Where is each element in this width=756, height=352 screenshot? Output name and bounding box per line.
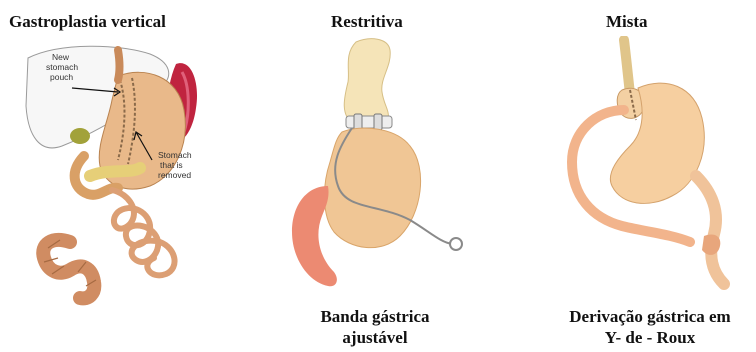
label-stomach: stomach — [46, 62, 78, 72]
label-pouch: pouch — [50, 72, 73, 82]
caption-banda-line-1: Banda gástrica — [300, 306, 450, 327]
heading-restritiva: Restritiva — [331, 12, 403, 32]
caption-banda-gastrica: Banda gástrica ajustável — [300, 306, 450, 348]
gastric-band-illustration — [270, 36, 500, 296]
heading-gastroplastia-vertical: Gastroplastia vertical — [9, 12, 166, 32]
caption-derivacao-gastrica: Derivação gástrica em Y- de - Roux — [545, 306, 755, 348]
heading-mista: Mista — [606, 12, 648, 32]
gastroplasty-illustration: New stomach pouch Stomach that is remove… — [0, 36, 230, 306]
label-stomach-removed-2: that is — [160, 160, 183, 170]
label-new: New — [52, 52, 70, 62]
label-stomach-removed-3: removed — [158, 170, 191, 180]
gastric-bypass-illustration — [526, 36, 756, 296]
caption-banda-line-2: ajustável — [300, 327, 450, 348]
label-stomach-removed-1: Stomach — [158, 150, 192, 160]
caption-derivacao-line-1: Derivação gástrica em — [545, 306, 755, 327]
caption-derivacao-line-2: Y- de - Roux — [545, 327, 755, 348]
